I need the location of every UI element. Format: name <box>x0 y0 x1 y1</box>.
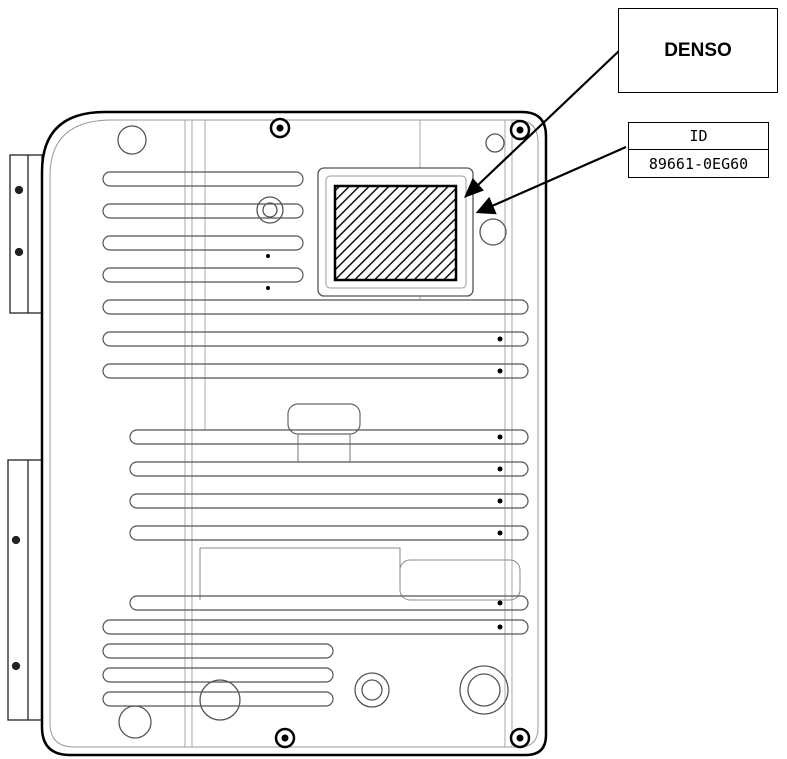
mounting-bosses <box>117 125 509 739</box>
id-callout-table: ID 89661-0EG60 <box>628 122 769 178</box>
hatched-label-area <box>333 184 458 282</box>
label-plate <box>317 167 474 297</box>
manufacturer-callout: DENSO <box>618 8 778 93</box>
id-header: ID <box>629 123 768 150</box>
left-connector-lower <box>7 459 43 721</box>
id-value: 89661-0EG60 <box>648 154 749 173</box>
leader-arrows <box>463 49 627 215</box>
screws <box>269 117 531 749</box>
cooling-fins-middle <box>129 429 529 541</box>
cooling-fins-lower <box>102 595 529 707</box>
left-connector-upper <box>9 154 43 314</box>
manufacturer-name: DENSO <box>664 39 732 61</box>
cooling-fins-upper <box>102 171 529 379</box>
